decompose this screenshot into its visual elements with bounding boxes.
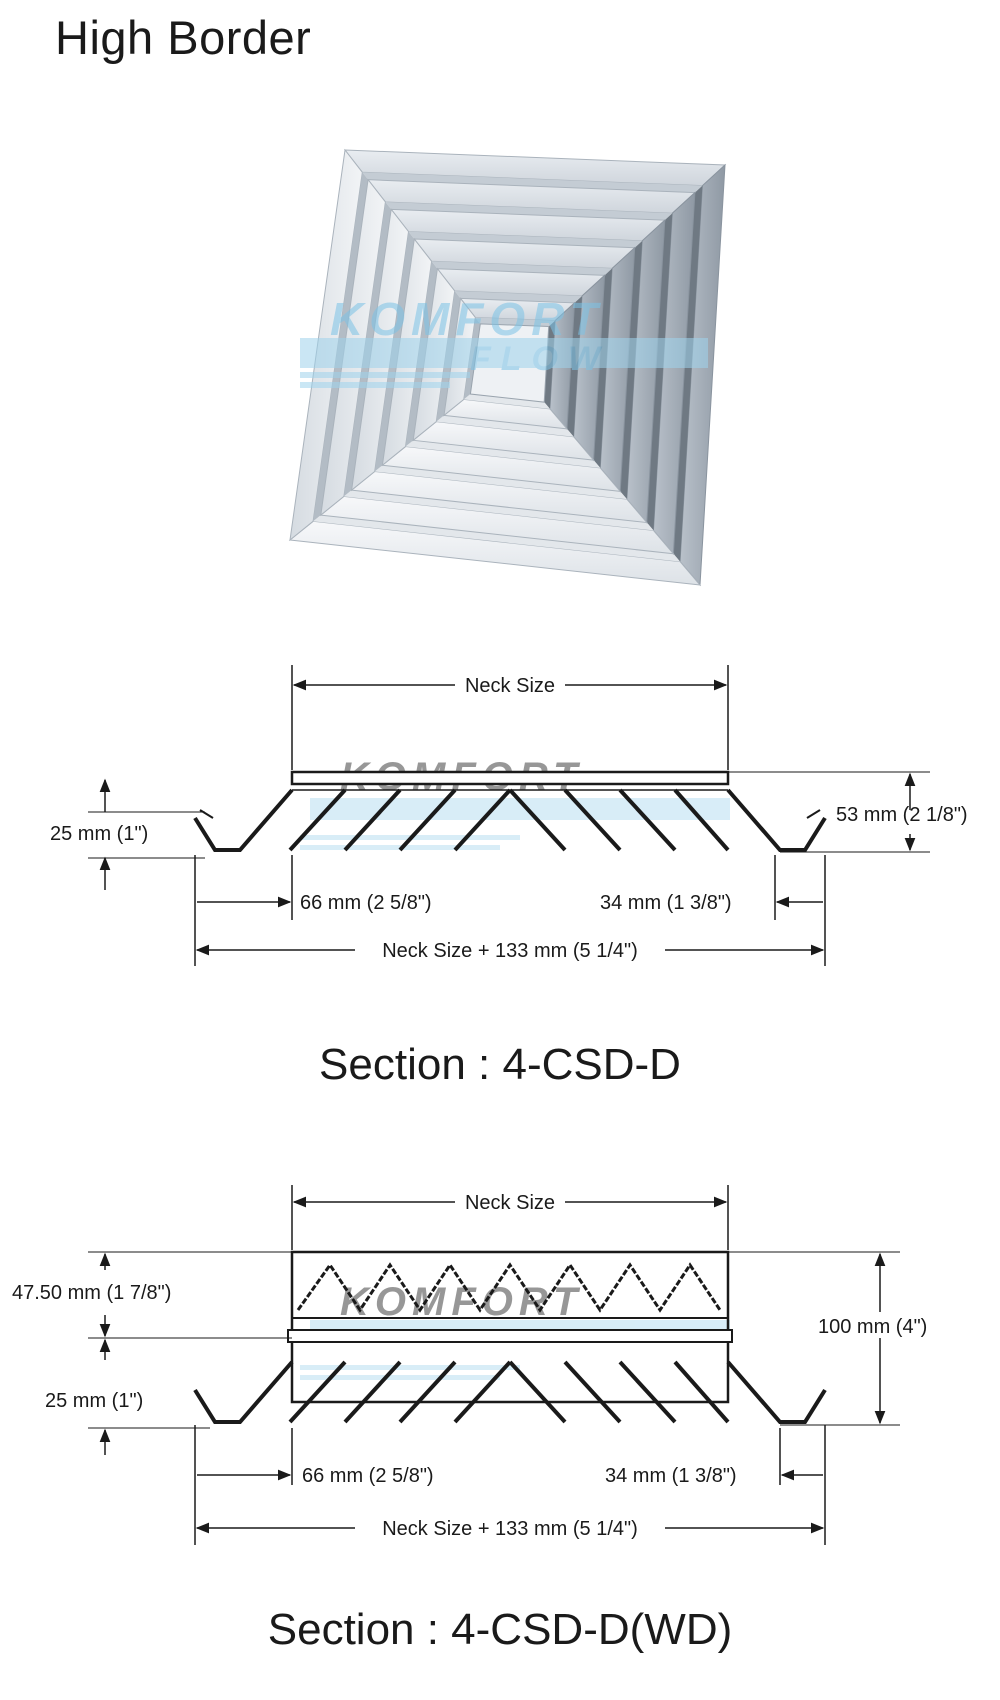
diffuser-section-profile: [193, 1360, 827, 1424]
section-2-drawing: KOMFORT Neck Size 47.50 mm (1 7/8") 25 m…: [12, 1185, 927, 1545]
left-border-label: 66 mm (2 5/8"): [300, 892, 432, 914]
left-height-label: 25 mm (1"): [50, 823, 148, 845]
watermark-text: KOMFORT: [330, 293, 604, 345]
right-height-label: 53 mm (2 1/8"): [836, 804, 968, 826]
neck-size-label: Neck Size: [465, 1192, 555, 1214]
section-1-drawing: KOMFORT Neck Size 25 mm (1") 53 mm (2 1/…: [50, 665, 968, 966]
diffuser-product-image: KOMFORT FLOW: [288, 148, 727, 587]
left-border-label: 66 mm (2 5/8"): [302, 1465, 434, 1487]
section-2-caption: Section : 4-CSD-D(WD): [267, 1605, 733, 1654]
diffuser-section-profile: [193, 770, 827, 852]
watermark-subtext: FLOW: [470, 340, 610, 378]
damper-height-label: 47.50 mm (1 7/8"): [12, 1282, 171, 1304]
overall-width-label: Neck Size + 133 mm (5 1/4"): [382, 940, 638, 962]
neck-size-label: Neck Size: [465, 675, 555, 697]
damper-section-profile: [287, 1250, 733, 1404]
overall-width-label: Neck Size + 133 mm (5 1/4"): [382, 1518, 638, 1540]
svg-text:KOMFORT: KOMFORT: [340, 1280, 583, 1324]
diffuser-body: [288, 148, 727, 587]
left-height-label: 25 mm (1"): [45, 1390, 143, 1412]
section-1-caption: Section : 4-CSD-D: [319, 1040, 681, 1089]
watermark: KOMFORT: [300, 755, 730, 850]
watermark: KOMFORT FLOW: [300, 293, 708, 388]
right-height-label: 100 mm (4"): [818, 1316, 927, 1338]
page-title: High Border: [55, 11, 312, 64]
right-border-label: 34 mm (1 3/8"): [600, 892, 732, 914]
right-border-label: 34 mm (1 3/8"): [605, 1465, 737, 1487]
